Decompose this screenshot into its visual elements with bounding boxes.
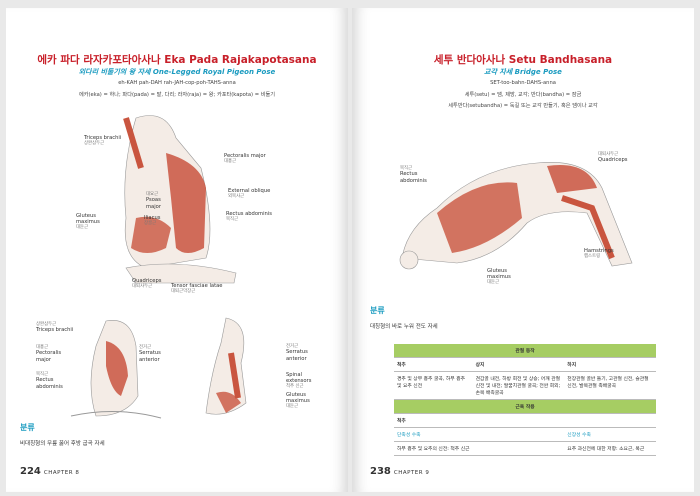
cell: 경추 및 상부 흉추 굴곡, 하부 흉추 및 요추 신전 xyxy=(394,371,473,400)
pose-title: 세투 반다아사나 Setu Bandhasana xyxy=(433,54,613,66)
etymology: 에카(eka) = 하나; 파다(pada) = 발, 다리; 라자(raja)… xyxy=(78,92,276,98)
col-spine: 척추 xyxy=(394,357,473,372)
cell: 견갑골 내전, 하방 회전 및 상승; 어깨 관절 신전 및 내전; 팔꿈치관절… xyxy=(472,371,565,400)
muscle-actions-header: 근육 작용 xyxy=(394,399,656,414)
bridge-pose-illustration xyxy=(399,162,633,270)
muscle-sub: 척추 xyxy=(394,413,656,428)
pose-subtitle: 외다리 비둘기의 왕 자세 One-Legged Royal Pigeon Po… xyxy=(78,68,276,76)
section-title: 분류 xyxy=(20,423,35,432)
right-page: 세투 반다아사나 Setu Bandhasana 교각 자세 Bridge Po… xyxy=(352,8,694,492)
etymology-1: 세투(setu) = 댐, 제방, 교각; 반다(bandha) = 잠금 xyxy=(464,92,582,98)
cell: 요추 과신전에 대한 저항: 소요근, 복근 xyxy=(564,441,656,456)
etymology-2: 세투반다(setubandha) = 둑길 또는 교각 만들기, 혹은 댐이나 … xyxy=(448,103,598,109)
left-page: 에카 파다 라자카포타아사나 Eka Pada Rajakapotasana 외… xyxy=(6,8,348,492)
pigeon-pose-back-illustration xyxy=(205,317,247,415)
pigeon-pose-illustration xyxy=(123,115,237,284)
pronunciation: SET-too-bahn-DAHS-anna xyxy=(490,80,556,86)
cell: 하부 흉추 및 요추의 신전: 척추 신근 xyxy=(394,441,565,456)
col-lower: 하지 xyxy=(564,357,656,372)
joint-actions-header: 관절 동작 xyxy=(394,344,656,358)
pose-title: 에카 파다 라자카포타아사나 Eka Pada Rajakapotasana xyxy=(37,54,317,66)
pose-subtitle: 교각 자세 Bridge Pose xyxy=(484,68,562,76)
section-body: 대칭형의 바로 누워 전도 자세 xyxy=(370,324,438,330)
section-title: 분류 xyxy=(370,306,385,315)
section-body: 비대칭형의 무릎 꿇어 후방 굽곡 자세 xyxy=(20,441,105,447)
eccentric-label: 신장성 수축 xyxy=(564,427,656,442)
col-upper: 상지 xyxy=(472,357,565,372)
cell: 천장관절 골반 들기, 고관절 신전, 슬관절 신전, 발목관절 족배굴곡 xyxy=(564,371,656,400)
pigeon-pose-front-illustration xyxy=(70,319,162,419)
concentric-label: 단축성 수축 xyxy=(394,427,565,442)
pronunciation: eh-KAH pah-DAH rah-JAH-cop-poh-TAHS-anna xyxy=(118,80,236,86)
